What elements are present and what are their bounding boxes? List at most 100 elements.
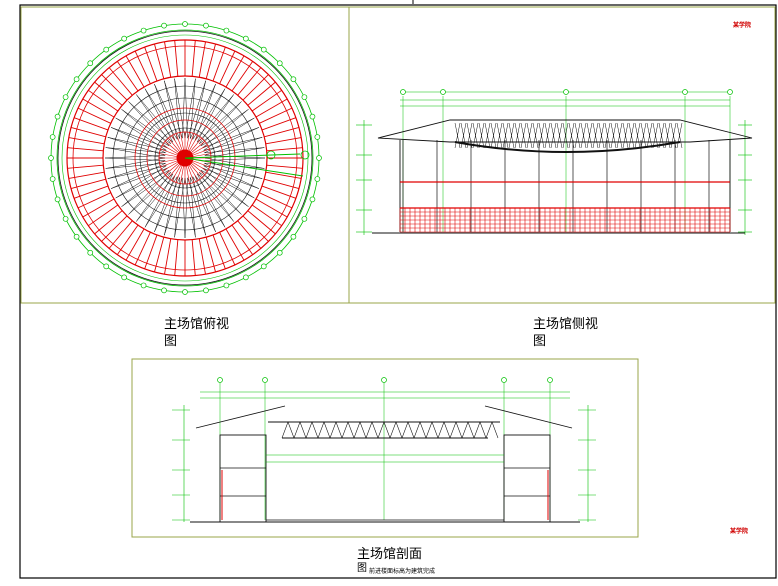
plan-grid-bubble: [182, 21, 188, 27]
side-roof-truss: [640, 122, 647, 149]
side-roof-truss: [592, 122, 599, 149]
section-truss-web: [485, 421, 493, 439]
side-roof-truss: [646, 122, 653, 149]
side-roof-truss: [514, 122, 521, 149]
side-roof-truss: [676, 122, 683, 149]
plan-grid-bubble: [103, 46, 110, 53]
section-truss-web: [323, 421, 331, 439]
plan-grid-bubble: [242, 274, 249, 281]
side-roof-truss: [634, 122, 641, 149]
side-roof-truss: [658, 122, 665, 149]
side-roof-truss: [502, 122, 509, 149]
plan-grid-bubble: [62, 94, 69, 101]
plan-grid-bubble: [260, 46, 267, 53]
plan-roof-rib: [231, 61, 254, 92]
side-roof-truss: [538, 122, 545, 149]
side-roof-truss: [604, 122, 611, 149]
plan-green-ring: [56, 29, 314, 287]
side-roof-truss: [526, 122, 533, 149]
plan-view-drawing: [48, 21, 322, 295]
section-view-caption-line1: 主场馆剖面: [357, 547, 423, 562]
side-roof-truss: [544, 122, 551, 149]
plan-grid-bubble: [121, 274, 128, 281]
side-roof-outline: [377, 119, 753, 143]
plan-roof-rib: [116, 61, 139, 92]
side-roof-truss: [472, 122, 479, 149]
section-truss-web: [371, 421, 379, 439]
plan-grid-bubble: [301, 94, 308, 101]
side-roof-truss: [556, 122, 563, 149]
plan-view-caption-line1: 主场馆俯视: [164, 317, 230, 332]
side-roof-truss: [454, 122, 461, 149]
side-view-caption-line1: 主场馆侧视: [533, 317, 599, 332]
plan-roof-rib: [108, 67, 133, 96]
section-truss-web: [449, 421, 457, 439]
plan-roof-rib: [237, 67, 262, 96]
plan-center-red-ring: [146, 119, 224, 197]
plan-grid-bubble: [161, 22, 167, 29]
plan-red-ring-2: [72, 45, 298, 271]
plan-grid-bubble: [48, 155, 54, 161]
plan-grid-bubble: [121, 35, 128, 42]
plan-roof-rib: [82, 98, 115, 118]
side-roof-truss: [574, 122, 581, 149]
plan-roof-rib: [116, 224, 139, 255]
plan-grid-bubble: [87, 60, 94, 67]
section-view-caption-tail: 图: [357, 563, 367, 574]
plan-grid-bubble: [49, 134, 56, 140]
side-view-caption: 主场馆侧视 图: [533, 316, 598, 350]
plan-grid-bubble: [182, 289, 188, 295]
plan-roof-rib: [88, 89, 119, 112]
section-grid-bubble: [547, 377, 553, 383]
section-truss-web: [443, 421, 451, 439]
plan-axis-line: [184, 157, 304, 177]
plan-lattice-ring: [112, 85, 258, 231]
side-view-drawing: [356, 89, 753, 235]
side-roof-truss: [616, 122, 623, 149]
plan-red-ring-outer: [66, 39, 304, 277]
plan-roof-rib: [242, 215, 269, 242]
plan-roof-rib: [255, 198, 288, 218]
side-roof-truss: [568, 122, 575, 149]
section-canopy-right: [484, 405, 573, 429]
plan-roof-rib: [174, 239, 179, 276]
plan-grid-bubble: [54, 113, 61, 120]
plan-grid-bubble: [276, 60, 283, 67]
plan-red-ring-3: [102, 75, 268, 241]
section-truss-web: [365, 421, 373, 439]
section-truss-web: [311, 421, 319, 439]
side-roof-truss: [520, 122, 527, 149]
plan-view-caption-line2: 图: [164, 334, 178, 349]
section-grid-bubble: [381, 377, 387, 383]
plan-roof-rib: [266, 147, 303, 152]
side-grid-bubble: [440, 89, 446, 95]
plan-roof-rib: [82, 198, 115, 218]
section-view-drawing: [172, 377, 596, 523]
plan-axis-bubble: [300, 150, 310, 160]
plan-grid-bubble: [203, 287, 209, 294]
section-truss-web: [293, 421, 301, 439]
side-roof-truss: [628, 122, 635, 149]
section-view-panel: [131, 358, 639, 538]
plan-grid-bubble: [49, 176, 56, 182]
plan-grid-bubble: [73, 233, 80, 240]
plan-grid-bubble: [242, 35, 249, 42]
plan-roof-rib: [247, 81, 276, 106]
plan-roof-rib: [108, 220, 133, 249]
section-truss-web: [491, 421, 499, 439]
section-truss-web: [419, 421, 427, 439]
side-roof-underside: [454, 141, 681, 153]
section-grid-bubble: [217, 377, 223, 383]
plan-lattice-ring: [154, 127, 216, 189]
plan-grid-bubble: [309, 196, 316, 203]
section-truss-web: [467, 421, 475, 439]
plan-roof-rib: [94, 210, 123, 235]
plan-grid-bubble: [223, 282, 230, 289]
section-truss-web: [425, 421, 433, 439]
plan-roof-rib: [251, 204, 282, 227]
plan-roof-rib: [191, 239, 196, 276]
plan-roof-rib: [67, 164, 104, 169]
section-truss-web: [479, 421, 487, 439]
side-roof-truss: [484, 122, 491, 149]
